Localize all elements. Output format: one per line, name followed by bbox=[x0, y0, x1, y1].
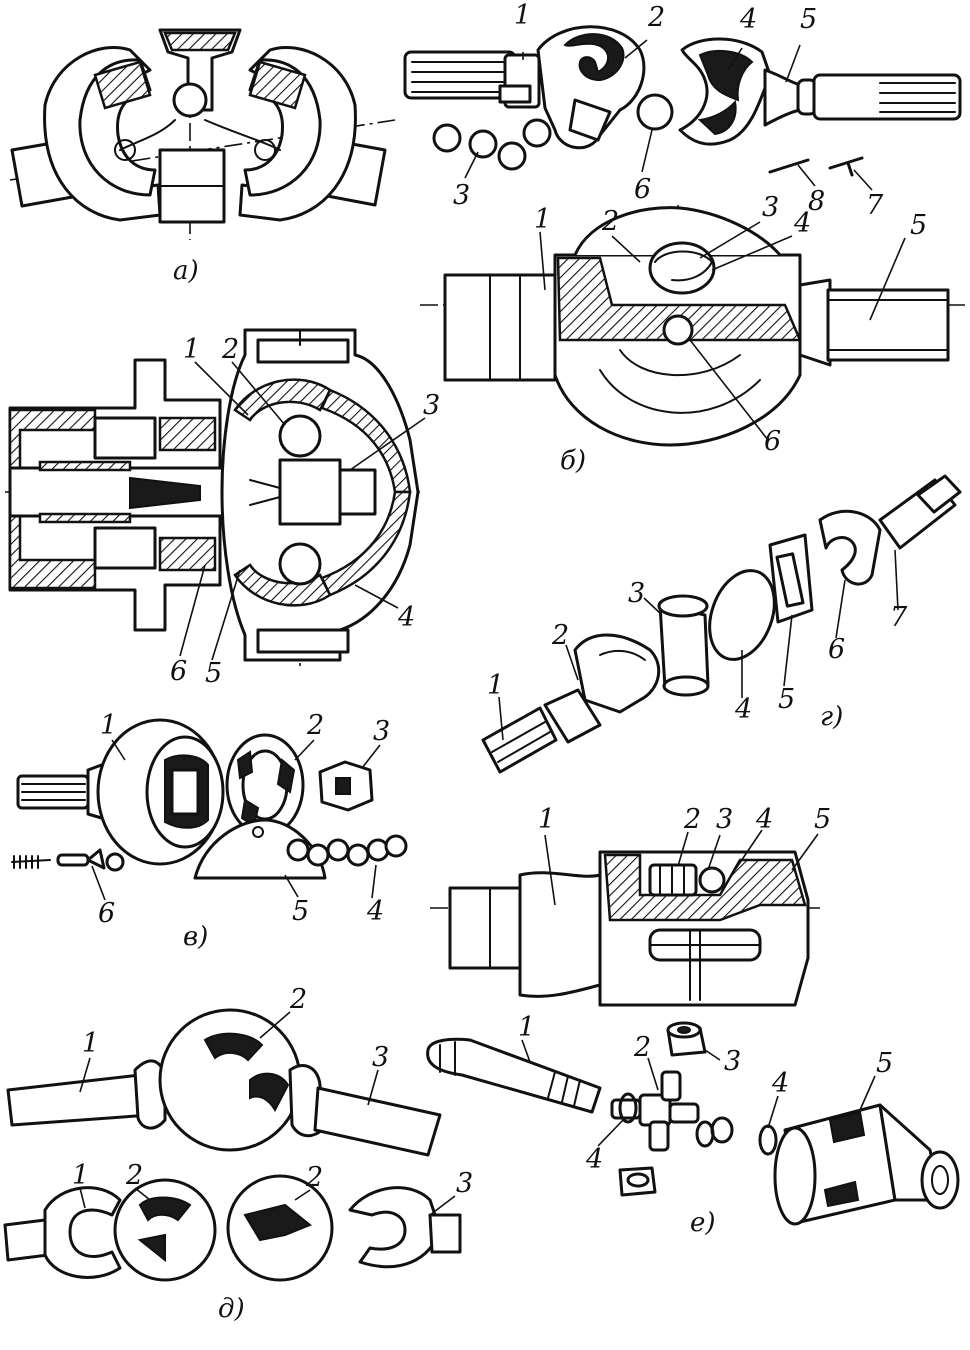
callout-g-2: 2 bbox=[552, 620, 570, 651]
callout-b-4: 4 bbox=[794, 208, 812, 239]
callout-d-2-top: 2 bbox=[290, 984, 308, 1015]
callout-hub-3: 3 bbox=[423, 390, 441, 421]
callout-g-7: 7 bbox=[890, 602, 908, 633]
callout-hub-5: 5 bbox=[205, 658, 223, 689]
callout-e-4-right: 4 bbox=[772, 1068, 790, 1099]
callout-top-8: 8 bbox=[808, 186, 826, 217]
drawing-exploded-ball-joint bbox=[403, 25, 962, 191]
drawing-weiss-joint bbox=[3, 1008, 462, 1282]
callout-d-1-bottom: 1 bbox=[72, 1160, 90, 1191]
callout-e-2: 2 bbox=[634, 1032, 652, 1063]
caption-panel-g: г) bbox=[820, 702, 844, 732]
callout-e-1: 1 bbox=[518, 1012, 536, 1043]
drawing-tripod-joint-section bbox=[430, 829, 820, 1007]
callout-hub-6: 6 bbox=[170, 656, 188, 687]
callout-v-2: 2 bbox=[307, 710, 325, 741]
callout-top-5: 5 bbox=[800, 4, 818, 35]
callout-d-3-bottom: 3 bbox=[456, 1168, 474, 1199]
callout-g-4: 4 bbox=[735, 694, 753, 725]
callout-v-6: 6 bbox=[98, 898, 116, 929]
callout-b-1: 1 bbox=[534, 204, 552, 235]
callout-e-3: 3 bbox=[724, 1046, 742, 1077]
drawing-ball-joint-section bbox=[420, 205, 965, 447]
callout-top-4: 4 bbox=[740, 4, 758, 35]
callout-d-2-bottom-right: 2 bbox=[306, 1162, 324, 1193]
callout-mid-3: 3 bbox=[716, 804, 734, 835]
callout-d-3-top: 3 bbox=[372, 1042, 390, 1073]
callout-top-6: 6 bbox=[634, 174, 652, 205]
callout-d-2-bottom-left: 2 bbox=[126, 1160, 144, 1191]
callout-b-6: 6 bbox=[764, 426, 782, 457]
drawing-exploded-disk-joint bbox=[481, 474, 962, 774]
drawing-exploded-rzeppa-joint bbox=[11, 718, 408, 901]
caption-panel-e: е) bbox=[690, 1208, 716, 1238]
callout-b-5: 5 bbox=[910, 210, 928, 241]
callout-v-5: 5 bbox=[292, 896, 310, 927]
caption-panel-d: д) bbox=[218, 1294, 245, 1324]
caption-panel-a: а) bbox=[173, 256, 199, 286]
callout-b-3: 3 bbox=[762, 192, 780, 223]
callout-b-2: 2 bbox=[602, 206, 620, 237]
callout-v-1: 1 bbox=[100, 710, 118, 741]
callout-d-1-top: 1 bbox=[82, 1028, 100, 1059]
callout-e-5: 5 bbox=[876, 1048, 894, 1079]
callout-top-3: 3 bbox=[453, 180, 471, 211]
callout-hub-4: 4 bbox=[398, 602, 416, 633]
callout-g-1: 1 bbox=[487, 670, 505, 701]
callout-g-6: 6 bbox=[828, 634, 846, 665]
callout-mid-2: 2 bbox=[684, 804, 702, 835]
drawing-cv-joint-hub-section bbox=[5, 328, 426, 670]
callout-top-7: 7 bbox=[866, 190, 884, 221]
callout-v-3: 3 bbox=[373, 716, 391, 747]
callout-hub-1: 1 bbox=[183, 334, 201, 365]
callout-top-1: 1 bbox=[514, 0, 532, 31]
callout-mid-1: 1 bbox=[538, 804, 556, 835]
callout-e-4-left: 4 bbox=[586, 1144, 604, 1175]
caption-panel-v: в) bbox=[183, 922, 209, 952]
callout-top-2: 2 bbox=[648, 2, 666, 33]
callout-mid-5: 5 bbox=[814, 804, 832, 835]
drawing-cross-joint-exploded bbox=[426, 1021, 960, 1226]
drawing-double-cardan-joint bbox=[9, 28, 396, 240]
callout-v-4: 4 bbox=[367, 896, 385, 927]
callout-g-3: 3 bbox=[628, 578, 646, 609]
callout-hub-2: 2 bbox=[222, 334, 240, 365]
callout-mid-4: 4 bbox=[756, 804, 774, 835]
callout-g-5: 5 bbox=[778, 684, 796, 715]
caption-panel-b: б) bbox=[560, 446, 587, 476]
